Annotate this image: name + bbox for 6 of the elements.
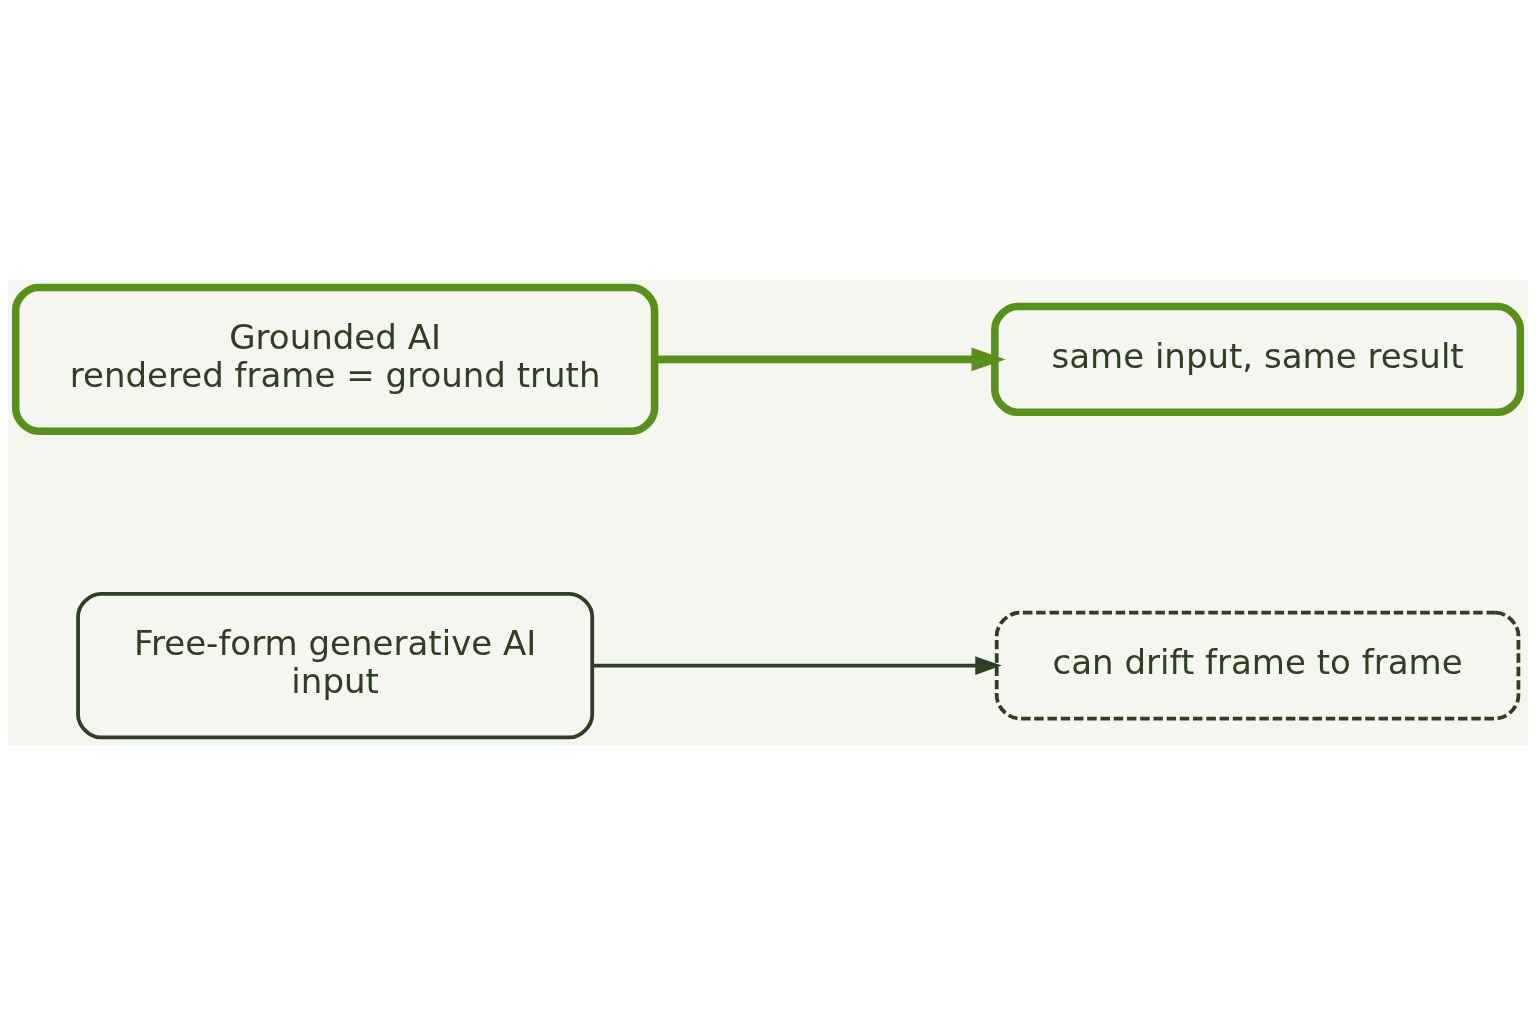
node-box: can drift frame to frame	[994, 610, 1521, 720]
arrow	[655, 346, 1006, 371]
node-box: same input, same result	[991, 302, 1525, 416]
node-box: Free-form generative AI input	[76, 591, 595, 739]
node-box: Grounded AI rendered frame = ground truth	[11, 283, 659, 435]
arrow	[592, 655, 1002, 675]
